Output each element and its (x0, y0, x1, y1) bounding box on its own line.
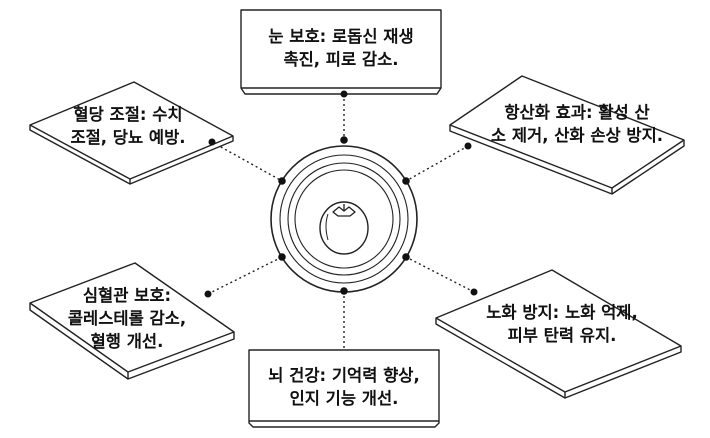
label-bottom: 뇌 건강: 기억력 향상, 인지 기능 개선. (249, 364, 439, 410)
connector-top-right (405, 145, 469, 182)
label-line: 콜레스테롤 감소, (67, 309, 187, 328)
label-line: 조절, 당뇨 예방. (70, 128, 186, 147)
label-line: 인지 기능 개선. (289, 389, 399, 408)
connector-bottom-right (405, 256, 475, 293)
card-top-right (449, 75, 685, 195)
label-line: 혈행 개선. (90, 332, 164, 351)
label-line: 혈당 조절: 수치 (73, 105, 183, 124)
card-top-left (29, 81, 234, 185)
label-line: 노화 방지: 노화 억제, (486, 303, 638, 322)
card-top (240, 9, 442, 95)
label-line: 뇌 건강: 기억력 향상, (268, 366, 420, 385)
label-bottom-right: 노화 방지: 노화 억제, 피부 탄력 유지. (462, 301, 662, 347)
blueberry-icon (319, 201, 369, 255)
label-line: 피부 탄력 유지. (507, 326, 617, 345)
card-bottom-left (29, 262, 235, 380)
connector-top-left (211, 141, 283, 182)
connector-dots (204, 90, 478, 298)
label-line: 눈 보호: 로돕신 재생 (268, 27, 414, 46)
label-line: 항산화 효과: 활성 산 (504, 103, 650, 122)
label-bottom-left: 심혈관 보호: 콜레스테롤 감소, 혈행 개선. (47, 284, 207, 353)
label-line: 심혈관 보호: (82, 286, 172, 305)
label-top-left: 혈당 조절: 수치 조절, 당뇨 예방. (53, 103, 203, 149)
connector-bottom-left (207, 256, 283, 295)
card-bottom (248, 349, 440, 428)
connector-lines (207, 94, 475, 350)
label-line: 소 제거, 산화 손상 방지. (490, 126, 664, 145)
label-top: 눈 보호: 로돕신 재생 촉진, 피로 감소. (241, 25, 441, 71)
card-bottom-right (435, 269, 682, 399)
label-top-right: 항산화 효과: 활성 산 소 제거, 산화 손상 방지. (472, 101, 682, 147)
label-line: 촉진, 피로 감소. (283, 50, 399, 69)
